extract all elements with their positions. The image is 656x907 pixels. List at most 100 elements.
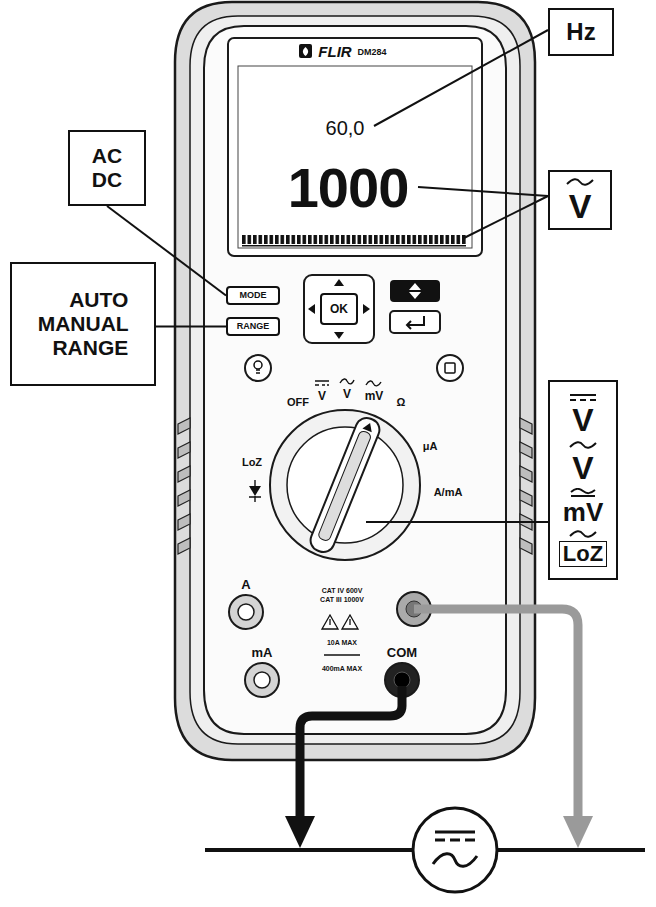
- voltage-source: [413, 808, 497, 892]
- text-holder: LoZ: [559, 530, 607, 567]
- leader-line: [366, 521, 548, 523]
- safety-rating: CAT IV 600V: [322, 587, 363, 594]
- callout-text: AC DC: [92, 144, 122, 192]
- jack-label: mA: [252, 646, 273, 659]
- nav-arrow: [334, 279, 344, 286]
- red-lead-tip: [563, 816, 593, 848]
- grip-vent: [178, 514, 190, 530]
- grip-vent: [178, 466, 190, 482]
- ac-symbol: [433, 854, 477, 867]
- dial-position: A/mA: [434, 487, 463, 498]
- separator-line: [324, 654, 360, 656]
- red-test-lead: [414, 609, 578, 818]
- warning-symbol: [322, 615, 358, 629]
- a-jack: [229, 595, 263, 629]
- logo-flame: [303, 47, 308, 56]
- text-holder: mV: [563, 488, 603, 525]
- diode-symbol: [249, 480, 261, 502]
- unit-symbol: [568, 441, 598, 451]
- grip-vent: [178, 538, 190, 554]
- meter-face: [204, 26, 506, 734]
- model-number: DM284: [357, 48, 386, 57]
- callout-text: Hz: [566, 20, 595, 44]
- symbol-legend-box: VVmV LoZ: [548, 380, 618, 580]
- text-holder: V: [572, 393, 593, 436]
- bar-graph: [242, 235, 466, 244]
- dc-symbol: [435, 832, 475, 840]
- button-icon: [445, 363, 455, 373]
- dial-indicator: [362, 421, 374, 432]
- black-test-lead: [300, 686, 402, 818]
- text-holder: Hz: [566, 20, 595, 44]
- callout-box: AUTO MANUAL RANGE: [10, 262, 156, 386]
- jack-label: A: [241, 578, 250, 591]
- safety-rating: CAT III 1000V: [320, 596, 364, 603]
- node-text: V: [572, 452, 593, 484]
- voltage-reading: 1000: [288, 160, 409, 216]
- grip-vent: [520, 442, 532, 458]
- grip-vent: [520, 490, 532, 506]
- return-button: [390, 311, 440, 333]
- unit-symbol: [570, 531, 596, 537]
- button-icon: [256, 370, 260, 373]
- dial-position: Ω: [397, 397, 406, 408]
- leader-connector: [156, 326, 226, 328]
- jack-hole: [238, 604, 254, 620]
- text-holder: V: [569, 178, 592, 223]
- dial-knob: [307, 415, 382, 556]
- dial-position: LoZ: [242, 457, 262, 468]
- dial-grip: [317, 430, 372, 542]
- lcd-screen: [238, 66, 472, 248]
- callout-box: AC DC: [68, 130, 146, 206]
- node-text: OK: [330, 303, 348, 315]
- dial-pointer: [307, 415, 382, 556]
- light-button: [245, 355, 271, 381]
- fuse-rating: 400mA MAX: [322, 665, 362, 672]
- text-holder: RANGE: [237, 322, 270, 331]
- text-holder: AC DC: [92, 144, 122, 192]
- logo-icon: [299, 44, 312, 58]
- node-text: RANGE: [237, 322, 270, 331]
- text-holder: AUTO MANUAL RANGE: [38, 288, 129, 360]
- unit-symbol: [571, 495, 595, 497]
- node-text: MODE: [240, 291, 267, 300]
- unit-symbol: [568, 393, 598, 403]
- bar-graph-base: [242, 245, 466, 247]
- jack-hole: [394, 672, 410, 688]
- node-text: V: [572, 404, 593, 436]
- diode-symbol: [249, 486, 261, 496]
- ma-jack: [245, 663, 279, 697]
- dial-position: V: [343, 388, 351, 400]
- brand-logo: FLIR: [318, 44, 351, 59]
- dial-position: μA: [423, 441, 438, 452]
- holster-band: [190, 16, 520, 744]
- unit-symbol: [565, 178, 595, 188]
- grip-vent: [178, 418, 190, 434]
- display-frame: [228, 38, 482, 256]
- dial-position: mV: [365, 390, 384, 402]
- ac-symbol: [340, 379, 354, 384]
- jack-label: COM: [387, 646, 417, 659]
- ok-button: OK: [320, 293, 358, 325]
- unit-symbol: [568, 530, 598, 540]
- nav-arrow: [363, 304, 370, 314]
- unit-symbol: [570, 399, 596, 401]
- text-holder: V: [572, 441, 593, 484]
- rotary-dial: [287, 427, 403, 543]
- mode-button: MODE: [226, 286, 280, 305]
- text-holder: OK: [330, 303, 348, 315]
- grip-vent: [520, 538, 532, 554]
- grip-vent: [178, 490, 190, 506]
- dial-position: OFF: [287, 397, 309, 408]
- nav-arrow: [334, 332, 344, 339]
- nav-arrow: [308, 304, 315, 314]
- leader-line: [418, 187, 548, 196]
- dial-position: V: [318, 390, 326, 402]
- black-lead-tip: [285, 816, 315, 848]
- jack-hole: [254, 672, 270, 688]
- rotary-dial-ring: [270, 410, 420, 560]
- button-icon: [407, 316, 424, 329]
- leader-line: [464, 196, 548, 238]
- hold-button: [390, 280, 440, 302]
